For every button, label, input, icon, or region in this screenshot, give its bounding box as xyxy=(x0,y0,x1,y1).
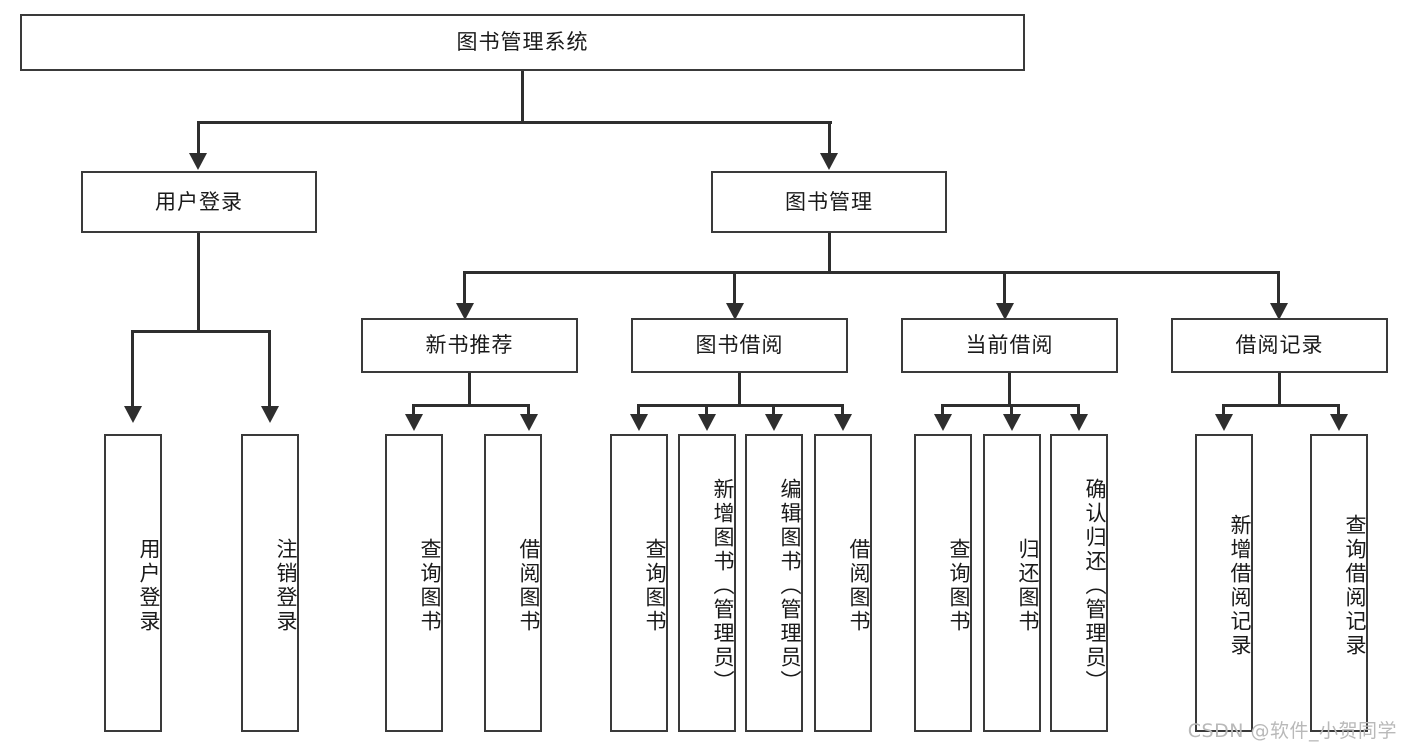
edge-user-login-drop-1 xyxy=(131,330,134,408)
node-leaf-return-book-label: 归还图书 xyxy=(1016,538,1040,634)
edge-root-to-book-manage xyxy=(828,121,831,155)
arrow-to-leaf-query-book-3 xyxy=(934,414,952,431)
arrow-to-leaf-confirm-return xyxy=(1070,414,1088,431)
node-leaf-user-login[interactable]: 用户登录 xyxy=(104,434,162,732)
node-borrow-record-label: 借阅记录 xyxy=(1235,333,1324,358)
arrow-to-leaf-query-book-1 xyxy=(405,414,423,431)
node-book-borrow-label: 图书借阅 xyxy=(695,333,784,358)
node-leaf-query-book-2-label: 查询图书 xyxy=(643,538,667,634)
arrow-to-leaf-borrow-book-1 xyxy=(520,414,538,431)
arrow-to-book-borrow xyxy=(726,303,744,320)
node-leaf-query-book-1[interactable]: 查询图书 xyxy=(385,434,443,732)
edge-cb-stem xyxy=(1008,373,1011,406)
arrow-to-new-book-recommend xyxy=(456,303,474,320)
arrow-to-user-login xyxy=(189,153,207,170)
node-borrow-record[interactable]: 借阅记录 xyxy=(1171,318,1388,373)
edge-cb-drop-2 xyxy=(1010,404,1013,418)
edge-root-stem xyxy=(521,71,524,123)
arrow-to-leaf-query-book-2 xyxy=(630,414,648,431)
edge-root-bus xyxy=(197,121,832,124)
node-leaf-logout[interactable]: 注销登录 xyxy=(241,434,299,732)
edge-bb-drop-3 xyxy=(772,404,775,418)
edge-cb-drop-1 xyxy=(941,404,944,418)
node-leaf-query-book-2[interactable]: 查询图书 xyxy=(610,434,668,732)
node-new-book-recommend-label: 新书推荐 xyxy=(425,333,514,358)
edge-root-to-user-login xyxy=(197,121,200,155)
arrow-to-leaf-query-record xyxy=(1330,414,1348,431)
node-leaf-query-record[interactable]: 查询借阅记录 xyxy=(1310,434,1368,732)
node-leaf-query-book-1-label: 查询图书 xyxy=(418,538,442,634)
edge-bm-drop-3 xyxy=(1003,271,1006,305)
node-leaf-add-record-label: 新增借阅记录 xyxy=(1228,514,1252,658)
node-leaf-logout-label: 注销登录 xyxy=(274,538,298,634)
node-leaf-borrow-book-2-label: 借阅图书 xyxy=(847,538,871,634)
node-user-login-label: 用户登录 xyxy=(155,189,243,214)
node-book-borrow[interactable]: 图书借阅 xyxy=(631,318,848,373)
arrow-to-leaf-edit-book xyxy=(765,414,783,431)
edge-book-manage-bus xyxy=(463,271,1280,274)
node-leaf-confirm-return[interactable]: 确认归还（管理员） xyxy=(1050,434,1108,732)
arrow-to-borrow-record xyxy=(1270,303,1288,320)
edge-bm-drop-2 xyxy=(733,271,736,305)
edge-nbr-drop-2 xyxy=(527,404,530,418)
node-leaf-borrow-book-2[interactable]: 借阅图书 xyxy=(814,434,872,732)
node-leaf-query-book-3[interactable]: 查询图书 xyxy=(914,434,972,732)
node-user-login[interactable]: 用户登录 xyxy=(81,171,317,233)
node-leaf-add-record[interactable]: 新增借阅记录 xyxy=(1195,434,1253,732)
node-leaf-user-login-label: 用户登录 xyxy=(137,538,161,634)
edge-bm-drop-1 xyxy=(463,271,466,305)
edge-bb-stem xyxy=(738,373,741,406)
edge-user-login-drop-2 xyxy=(268,330,271,408)
edge-br-drop-2 xyxy=(1337,404,1340,418)
edge-nbr-bus xyxy=(412,404,530,407)
arrow-to-current-borrow xyxy=(996,303,1014,320)
edge-bb-drop-1 xyxy=(637,404,640,418)
edge-nbr-drop-1 xyxy=(412,404,415,418)
node-root[interactable]: 图书管理系统 xyxy=(20,14,1025,71)
arrow-to-leaf-add-book xyxy=(698,414,716,431)
node-leaf-add-book[interactable]: 新增图书（管理员） xyxy=(678,434,736,732)
edge-bm-drop-4 xyxy=(1277,271,1280,305)
node-root-label: 图书管理系统 xyxy=(456,30,589,55)
node-leaf-add-book-label: 新增图书（管理员） xyxy=(711,478,735,694)
node-new-book-recommend[interactable]: 新书推荐 xyxy=(361,318,578,373)
arrow-to-leaf-add-record xyxy=(1215,414,1233,431)
node-leaf-query-book-3-label: 查询图书 xyxy=(947,538,971,634)
edge-book-manage-stem xyxy=(828,233,831,273)
edge-bb-bus xyxy=(637,404,844,407)
node-book-manage[interactable]: 图书管理 xyxy=(711,171,947,233)
node-leaf-confirm-return-label: 确认归还（管理员） xyxy=(1083,478,1107,694)
edge-cb-drop-3 xyxy=(1077,404,1080,418)
arrow-to-leaf-borrow-book-2 xyxy=(834,414,852,431)
edge-bb-drop-2 xyxy=(705,404,708,418)
edge-user-login-bus xyxy=(131,330,270,333)
arrow-to-leaf-logout xyxy=(261,406,279,423)
edge-br-drop-1 xyxy=(1222,404,1225,418)
node-leaf-return-book[interactable]: 归还图书 xyxy=(983,434,1041,732)
node-current-borrow-label: 当前借阅 xyxy=(965,333,1054,358)
node-leaf-borrow-book-1-label: 借阅图书 xyxy=(517,538,541,634)
edge-user-login-stem xyxy=(197,233,200,332)
node-leaf-edit-book[interactable]: 编辑图书（管理员） xyxy=(745,434,803,732)
arrow-to-leaf-user-login xyxy=(124,406,142,423)
edge-nbr-stem xyxy=(468,373,471,406)
arrow-to-book-manage xyxy=(820,153,838,170)
edge-br-bus xyxy=(1222,404,1340,407)
node-current-borrow[interactable]: 当前借阅 xyxy=(901,318,1118,373)
node-leaf-borrow-book-1[interactable]: 借阅图书 xyxy=(484,434,542,732)
node-leaf-edit-book-label: 编辑图书（管理员） xyxy=(778,478,802,694)
edge-br-stem xyxy=(1278,373,1281,406)
arrow-to-leaf-return-book xyxy=(1003,414,1021,431)
node-book-manage-label: 图书管理 xyxy=(785,189,873,214)
node-leaf-query-record-label: 查询借阅记录 xyxy=(1343,514,1367,658)
edge-bb-drop-4 xyxy=(841,404,844,418)
